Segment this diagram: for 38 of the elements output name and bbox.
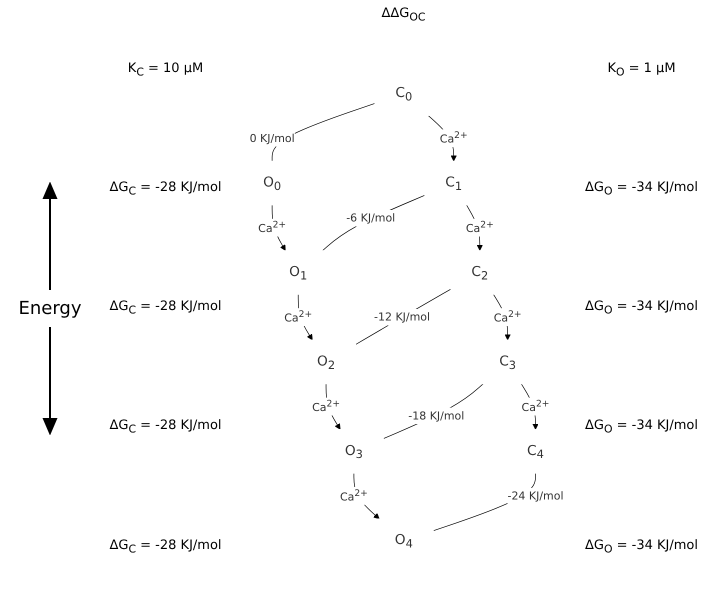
node-text: O$_{4}$	[394, 530, 413, 550]
energy-label: ΔG$_{O}$ = -34 KJ/mol	[585, 418, 698, 436]
edge-label: Ca$^{2+}$	[466, 220, 494, 234]
node-text: O$_{1}$	[289, 262, 308, 282]
edge-label: -24 KJ/mol	[507, 488, 564, 502]
node-text: C$_{2}$	[471, 262, 488, 282]
edge-label: Ca$^{2+}$	[440, 130, 468, 145]
connector	[383, 383, 484, 439]
edge-label: -18 KJ/mol	[408, 408, 464, 422]
node-text: C$_{4}$	[527, 441, 544, 461]
energy-label: ΔG$_{C}$ = -28 KJ/mol	[109, 299, 222, 317]
edge-label: -6 KJ/mol	[346, 210, 396, 224]
axis-label: Energy	[18, 298, 82, 318]
edge-label: Ca$^{2+}$	[312, 398, 340, 414]
edge-label: Ca$^{2+}$	[494, 309, 522, 324]
energy-label: ΔG$_{C}$ = -28 KJ/mol	[109, 538, 222, 556]
connector	[322, 194, 426, 250]
edge-label: Ca$^{2+}$	[284, 309, 312, 324]
column-heading: ΔΔG$_{OC}$	[382, 6, 426, 24]
node-text: C$_{3}$	[499, 352, 516, 372]
edge-label: -12 KJ/mol	[374, 310, 430, 323]
energy-label: ΔG$_{O}$ = -34 KJ/mol	[585, 538, 698, 556]
edge-label: Ca$^{2+}$	[522, 398, 550, 414]
connector	[355, 288, 452, 344]
node-text: O$_{2}$	[317, 352, 336, 372]
node-text: C$_{0}$	[395, 84, 412, 103]
node-text: O$_{0}$	[263, 173, 282, 192]
energy-label: ΔG$_{C}$ = -28 KJ/mol	[109, 180, 222, 198]
edge-label: Ca$^{2+}$	[340, 488, 368, 503]
constant-label: K$_{O}$ = 1 μM	[607, 60, 676, 78]
edge-label: 0 KJ/mol	[250, 131, 295, 144]
node-text: C$_{1}$	[445, 173, 462, 192]
node-text: O$_{3}$	[344, 441, 363, 461]
energy-label: ΔG$_{O}$ = -34 KJ/mol	[585, 180, 698, 198]
energy-label: ΔG$_{O}$ = -34 KJ/mol	[585, 299, 698, 317]
constant-label: K$_{C}$ = 10 μM	[128, 60, 204, 78]
energy-label: ΔG$_{C}$ = -28 KJ/mol	[109, 418, 222, 436]
edge-label: Ca$^{2+}$	[258, 220, 286, 234]
